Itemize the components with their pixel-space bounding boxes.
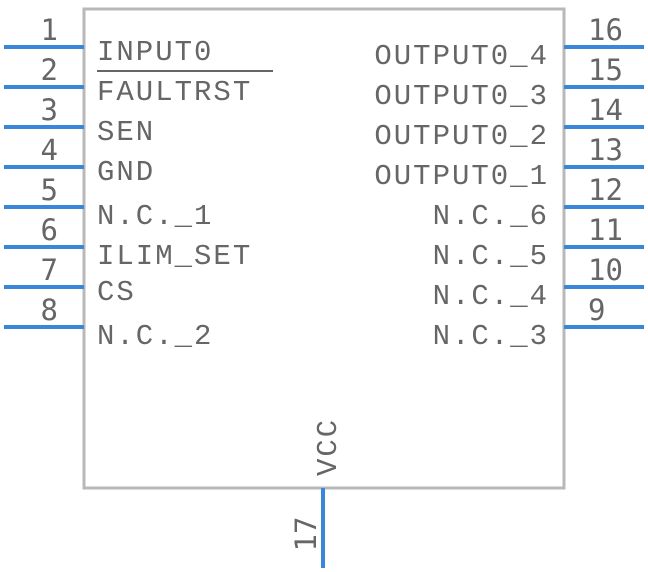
pin-label-input0: INPUT0 bbox=[97, 36, 213, 69]
right-pins: 16 15 14 13 12 11 10 9 OUTPUT0_4 OUTPUT0… bbox=[374, 13, 644, 353]
pin-label-output0-2: OUTPUT0_2 bbox=[374, 120, 549, 153]
pin-number-11: 11 bbox=[588, 213, 623, 247]
pin-number-7: 7 bbox=[41, 253, 58, 287]
component-body bbox=[82, 7, 566, 490]
pin-label-nc2: N.C._2 bbox=[97, 320, 213, 353]
pin-number-4: 4 bbox=[41, 133, 58, 167]
pin-number-1: 1 bbox=[41, 13, 58, 47]
left-pins: 1 2 3 4 5 6 7 8 INPUT0 FAULTRST SEN GND … bbox=[4, 13, 273, 353]
pin-number-5: 5 bbox=[41, 173, 58, 207]
pin-label-sen: SEN bbox=[97, 116, 155, 149]
pin-label-nc3: N.C._3 bbox=[433, 320, 549, 353]
pin-label-output0-4: OUTPUT0_4 bbox=[374, 40, 549, 73]
pin-label-nc1: N.C._1 bbox=[97, 200, 213, 233]
pin-label-gnd: GND bbox=[97, 156, 155, 189]
pin-number-16: 16 bbox=[588, 13, 623, 47]
pin-number-13: 13 bbox=[588, 133, 623, 167]
pin-number-10: 10 bbox=[588, 253, 623, 287]
pin-number-2: 2 bbox=[41, 53, 58, 87]
bottom-pins: 17 VCC bbox=[289, 418, 345, 568]
pin-label-nc6: N.C._6 bbox=[433, 200, 549, 233]
pin-label-cs: CS bbox=[97, 276, 136, 309]
pin-number-17: 17 bbox=[289, 517, 323, 552]
pin-number-9: 9 bbox=[588, 293, 605, 327]
pin-number-14: 14 bbox=[588, 93, 623, 127]
pin-label-faultrst: FAULTRST bbox=[97, 76, 252, 109]
pin-label-nc5: N.C._5 bbox=[433, 240, 549, 273]
pin-number-6: 6 bbox=[41, 213, 58, 247]
pin-number-8: 8 bbox=[41, 293, 58, 327]
pin-label-output0-3: OUTPUT0_3 bbox=[374, 80, 549, 113]
pin-number-3: 3 bbox=[41, 93, 58, 127]
pin-label-ilim-set: ILIM_SET bbox=[97, 240, 252, 273]
pin-label-nc4: N.C._4 bbox=[433, 280, 549, 313]
pin-label-vcc: VCC bbox=[312, 418, 345, 476]
pin-label-output0-1: OUTPUT0_1 bbox=[374, 160, 549, 193]
pin-number-12: 12 bbox=[588, 173, 623, 207]
pin-number-15: 15 bbox=[588, 53, 623, 87]
